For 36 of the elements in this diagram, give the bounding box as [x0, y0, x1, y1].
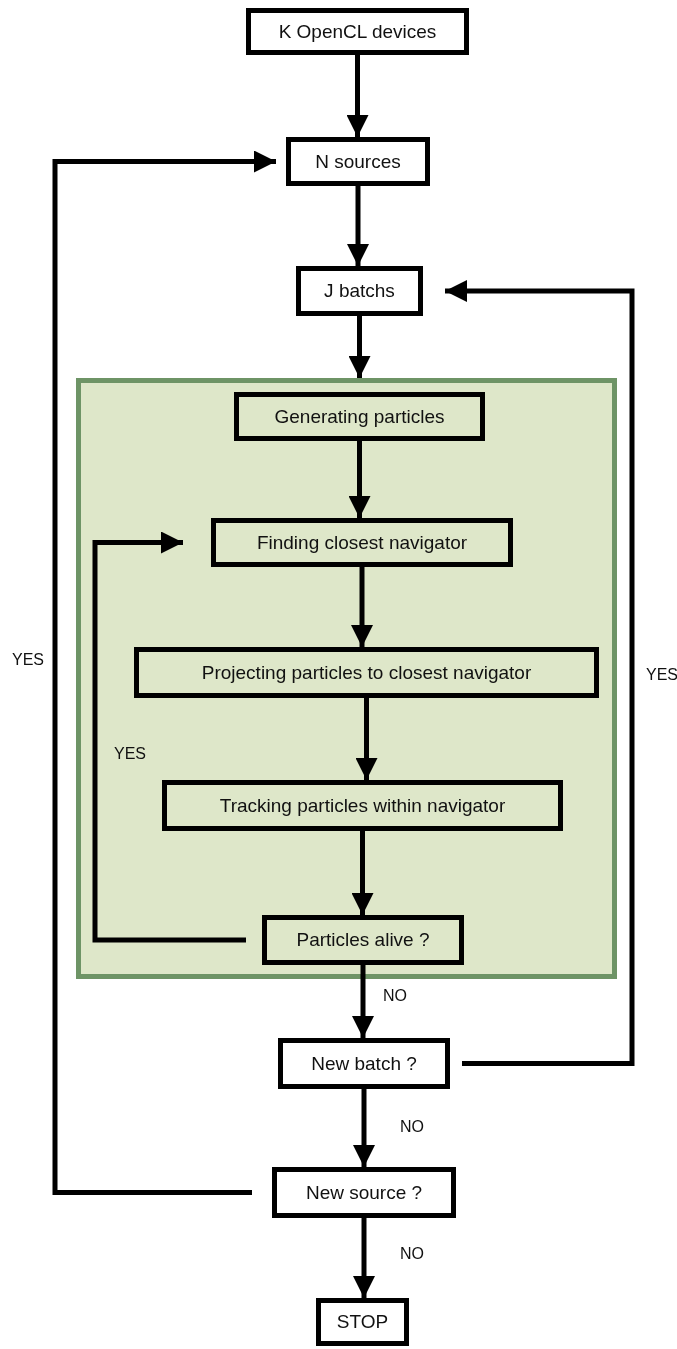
box-label: J batchs	[324, 280, 395, 302]
arrow	[353, 1089, 375, 1167]
box-label: Finding closest navigator	[256, 531, 468, 554]
box-label: Particles alive ?	[296, 929, 430, 951]
process-box	[296, 266, 423, 316]
process-box	[262, 915, 464, 965]
process-box	[134, 647, 599, 698]
process-box	[316, 1298, 409, 1346]
process-box	[278, 1038, 450, 1089]
arrow	[348, 441, 371, 518]
arrow	[351, 567, 373, 647]
group-panel	[76, 378, 617, 979]
process-box	[211, 518, 513, 567]
process-box	[162, 780, 563, 831]
process-box	[286, 137, 430, 186]
arrow	[347, 186, 369, 266]
arrow	[346, 55, 369, 137]
process-box	[246, 8, 469, 55]
arrow	[351, 831, 374, 915]
box-label: New batch ?	[311, 1052, 417, 1075]
arrow	[353, 1218, 375, 1298]
arrow	[445, 280, 635, 1066]
box-label: Projecting particles to closest navigator	[201, 661, 532, 684]
box-label: Generating particles	[274, 405, 445, 428]
box-label: STOP	[336, 1311, 389, 1333]
process-box	[234, 392, 485, 441]
box-label: New source ?	[305, 1181, 423, 1204]
arrow	[348, 316, 371, 378]
arrow	[355, 698, 378, 780]
arrow	[92, 531, 246, 943]
process-box	[272, 1167, 456, 1218]
box-label: N sources	[315, 150, 401, 173]
box-label: Tracking particles within navigator	[219, 794, 506, 817]
arrow	[352, 965, 374, 1038]
arrow	[52, 150, 276, 1195]
box-label: K OpenCL devices	[278, 20, 437, 43]
